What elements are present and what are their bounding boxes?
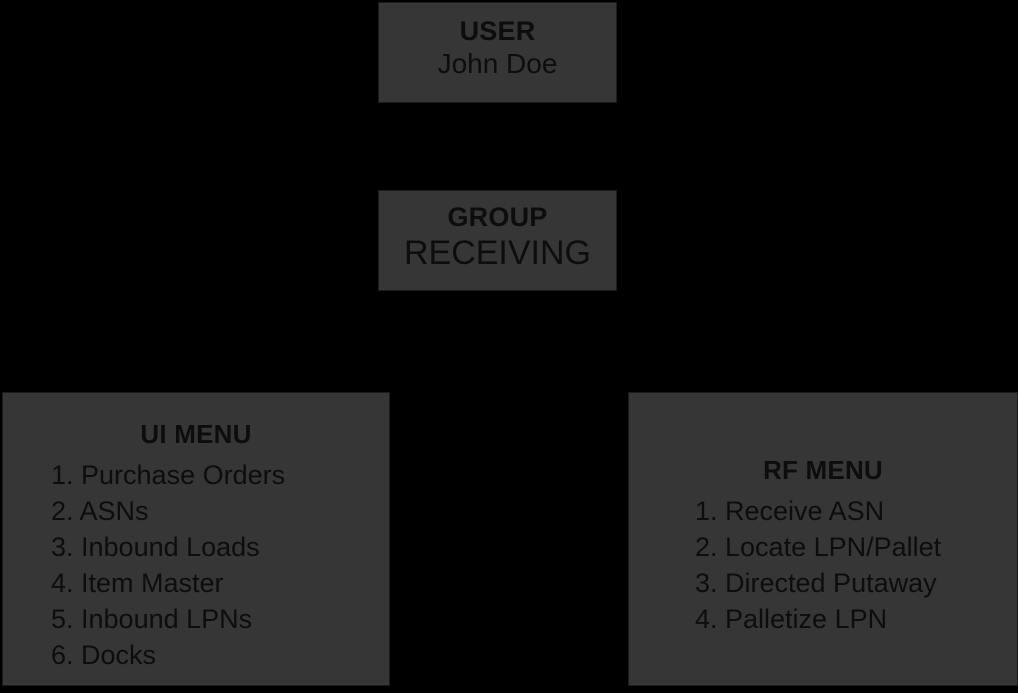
ui-menu-node: UI MENU 1. Purchase Orders 2. ASNs 3. In… [2,392,390,686]
user-node-name: John Doe [437,48,558,79]
list-item[interactable]: 6. Docks [51,640,157,670]
ui-menu-list: 1. Purchase Orders 2. ASNs 3. Inbound Lo… [3,457,389,673]
list-item[interactable]: 3. Inbound Loads [51,532,260,562]
rf-menu-title: RF MENU [763,455,883,485]
group-node-title: GROUP [447,202,548,232]
list-item[interactable]: 5. Inbound LPNs [51,604,253,634]
list-item[interactable]: 1. Purchase Orders [51,460,286,490]
user-node-title: USER [459,16,536,46]
list-item[interactable]: 4. Item Master [51,568,224,598]
list-item[interactable]: 2. Locate LPN/Pallet [695,532,942,562]
list-item[interactable]: 4. Palletize LPN [695,604,888,634]
group-node-name: RECEIVING [403,234,592,272]
list-item[interactable]: 2. ASNs [51,496,149,526]
rf-menu-node: RF MENU 1. Receive ASN 2. Locate LPN/Pal… [628,392,1018,686]
list-item[interactable]: 1. Receive ASN [695,496,885,526]
ui-menu-title: UI MENU [140,419,252,449]
list-item[interactable]: 3. Directed Putaway [695,568,937,598]
group-node: GROUP RECEIVING [378,190,617,291]
user-node: USER John Doe [378,2,617,103]
rf-menu-list: 1. Receive ASN 2. Locate LPN/Pallet 3. D… [629,493,1017,637]
